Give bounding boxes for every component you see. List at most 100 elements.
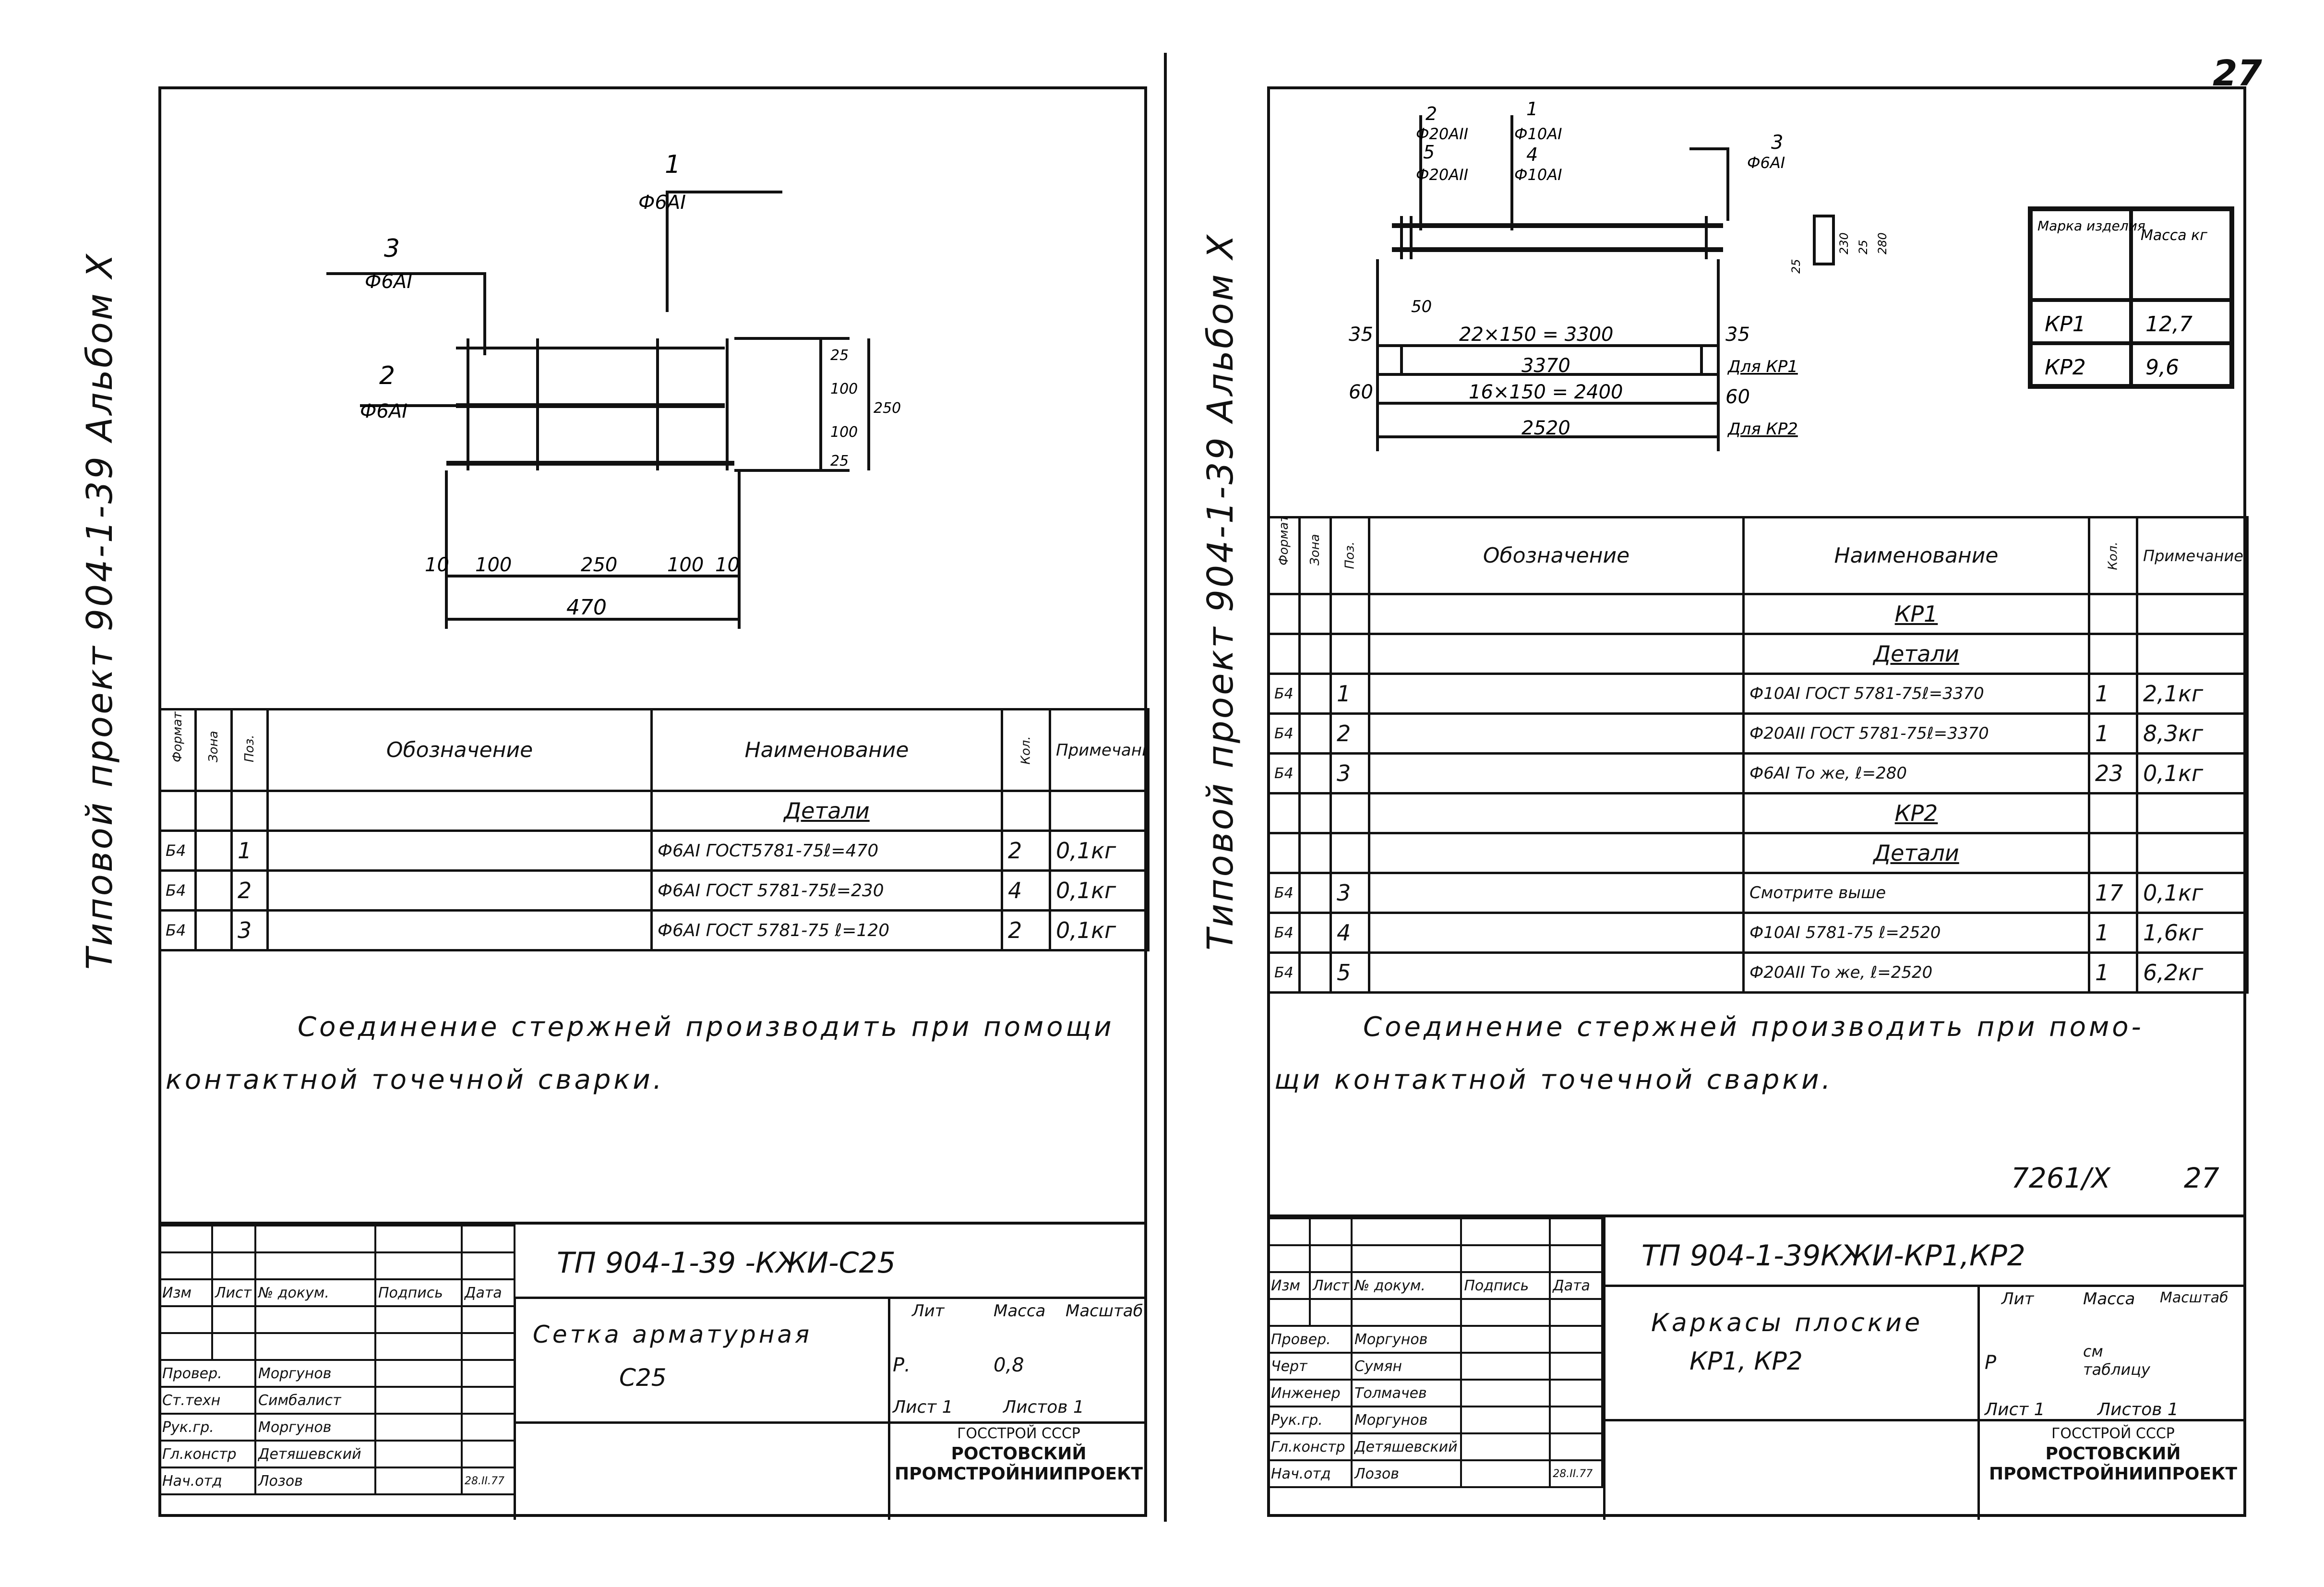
col-format: Формат xyxy=(1277,517,1291,565)
dim-50: 50 xyxy=(1411,297,1432,316)
dim-60b: 60 xyxy=(1725,386,1750,408)
kp1-details: Детали xyxy=(1873,641,1959,667)
scale-label: Масштаб xyxy=(1066,1301,1143,1321)
kp1-for: Для КР1 xyxy=(1727,357,1798,376)
dim-right-3: 100 xyxy=(830,424,858,441)
left-spec-table: Формат Зона Поз. Обозначение Наименовани… xyxy=(158,708,1150,951)
lit-label: Лит xyxy=(2001,1289,2034,1309)
col-qty: Кол. xyxy=(1018,735,1033,765)
sheet-label: Лист 1 xyxy=(893,1397,953,1417)
sect-dim-4: 280 xyxy=(1876,232,1889,254)
right-pos2-num: 2 xyxy=(1426,103,1437,124)
left-note-line2: контактной точечной сварки. xyxy=(166,1064,665,1095)
right-pos3-rod: Ф6АІ xyxy=(1747,154,1785,172)
sheet-label: Лист 1 xyxy=(1985,1400,2045,1419)
sect-dim-3: 25 xyxy=(1857,240,1870,254)
lit-label: Лит xyxy=(912,1301,945,1321)
right-pos3-num: 3 xyxy=(1771,132,1783,154)
right-doc-code: ТП 904-1-39КЖИ-КР1,КР2 xyxy=(1641,1239,2025,1273)
col-note: Примечание xyxy=(1049,708,1150,792)
sheet-ref: 7261/X xyxy=(2011,1162,2110,1194)
left-title-line1: Сетка арматурная xyxy=(533,1321,813,1348)
mass-table-mark-1: КР1 xyxy=(2045,312,2086,337)
left-note-line1: Соединение стержней производить при помо… xyxy=(298,1011,1114,1043)
kp2-for: Для КР2 xyxy=(1727,420,1798,439)
col-pos: Поз. xyxy=(242,734,257,762)
dim-right-2: 100 xyxy=(830,381,858,397)
section-details: Детали xyxy=(784,798,870,824)
dim-bottom-5: 10 xyxy=(715,554,740,576)
mass-table-mark-2: КР2 xyxy=(2045,355,2086,380)
mass-value: см таблицу xyxy=(2083,1342,2150,1379)
kp2-details: Детали xyxy=(1873,840,1959,866)
mass-table-mass-2: 9,6 xyxy=(2145,355,2179,380)
col-note: Примечание xyxy=(2136,516,2249,595)
mass-table-h2: Масса кг xyxy=(2141,227,2207,244)
kp2-span: 16×150 = 2400 xyxy=(1469,381,1623,403)
sheet-ref-no: 27 xyxy=(2184,1162,2219,1194)
dim-total: 470 xyxy=(566,595,607,620)
sect-dim-2: 230 xyxy=(1837,232,1851,254)
right-pos2-rod: Ф20АІІ xyxy=(1416,125,1468,143)
left-pos2-num: 2 xyxy=(379,361,395,390)
col-zone: Зона xyxy=(1308,533,1322,565)
left-pos2-rod: Ф6АІ xyxy=(360,400,407,422)
right-side-label: Типовой проект 904-1-39 Альбом X xyxy=(1200,233,1241,950)
right-title-line1: Каркасы плоские xyxy=(1651,1309,1923,1337)
mass-label: Масса xyxy=(2083,1289,2135,1309)
right-pos4-num: 4 xyxy=(1526,144,1538,165)
col-zone: Зона xyxy=(206,730,221,762)
right-pos1-rod: Ф10АІ xyxy=(1514,125,1562,143)
col-name: Наименование xyxy=(1742,516,2090,595)
dim-right-5: 250 xyxy=(874,400,901,417)
right-spec-table: Формат Зона Поз. Обозначение Наименовани… xyxy=(1267,516,2249,994)
right-org-stamp: ГОССТРОЙ СССР РОСТОВСКИЙ ПРОМСТРОЙНИИПРО… xyxy=(1989,1425,2238,1484)
left-pos3-num: 3 xyxy=(384,234,400,263)
mass-label: Масса xyxy=(994,1301,1046,1321)
right-note-line1: Соединение стержней производить при помо… xyxy=(1363,1011,2144,1043)
left-pos1-rod: Ф6АІ xyxy=(638,192,686,214)
sect-dim-1: 25 xyxy=(1789,259,1803,274)
left-title-line2: С25 xyxy=(619,1364,667,1392)
dim-bottom-4: 100 xyxy=(667,554,704,576)
left-pos1-num: 1 xyxy=(665,150,681,179)
scale-label: Масштаб xyxy=(2160,1289,2228,1306)
kp2-heading: КР2 xyxy=(1894,800,1938,826)
left-doc-code: ТП 904-1-39 -КЖИ-С25 xyxy=(557,1246,896,1280)
right-pos4-rod: Ф10АІ xyxy=(1514,166,1562,184)
lit-value: Р xyxy=(1985,1352,1997,1374)
right-pos5-rod: Ф20АІІ xyxy=(1416,166,1468,184)
kp1-total: 3370 xyxy=(1521,355,1570,377)
dim-bottom-2: 100 xyxy=(475,554,512,576)
dim-60a: 60 xyxy=(1349,381,1373,403)
sheets-label: Листов 1 xyxy=(2097,1400,2179,1419)
col-designation: Обозначение xyxy=(266,708,653,792)
col-format: Формат xyxy=(170,711,185,762)
mass-table-h1: Марка изделия xyxy=(2037,218,2145,234)
col-designation: Обозначение xyxy=(1368,516,1745,595)
right-frame-drawing: 2 Ф20АІІ 5 Ф20АІІ 1 Ф10АІ 4 Ф10АІ 3 Ф6АІ… xyxy=(1349,98,2234,451)
dim-35b: 35 xyxy=(1725,324,1750,346)
kp1-span: 22×150 = 3300 xyxy=(1459,324,1614,346)
kp2-total: 2520 xyxy=(1521,417,1570,439)
center-divider xyxy=(1164,53,1167,1522)
col-name: Наименование xyxy=(650,708,1003,792)
right-pos1-num: 1 xyxy=(1526,98,1538,120)
left-pos3-rod: Ф6АІ xyxy=(365,271,412,293)
right-title-line2: КР1, КР2 xyxy=(1689,1347,1803,1376)
col-qty: Кол. xyxy=(2106,541,2120,570)
dim-right-1: 25 xyxy=(830,347,849,364)
kp1-heading: КР1 xyxy=(1894,601,1938,627)
sheets-label: Листов 1 xyxy=(1003,1397,1084,1417)
col-pos: Поз. xyxy=(1342,541,1357,569)
left-side-label: Типовой проект 904-1-39 Альбом X xyxy=(79,252,120,970)
mass-value: 0,8 xyxy=(994,1354,1024,1376)
